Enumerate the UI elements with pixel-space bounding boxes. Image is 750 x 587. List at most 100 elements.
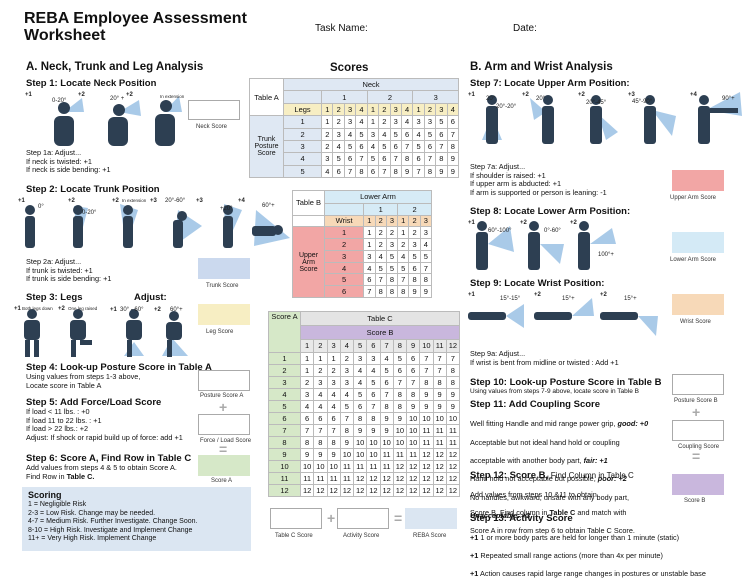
table-cell: 9 bbox=[432, 399, 447, 413]
table-cell: 8 bbox=[374, 285, 387, 298]
table-cell: 4 bbox=[323, 261, 365, 275]
table-cell: 8 bbox=[400, 152, 414, 166]
ua-label-2: 20° bbox=[486, 96, 496, 102]
table-cell: 12 bbox=[405, 471, 421, 485]
table-cell: 3 bbox=[389, 115, 402, 129]
coupling-score-box[interactable] bbox=[672, 420, 724, 441]
leg-score-box[interactable] bbox=[198, 304, 250, 325]
table-cell: 4 bbox=[339, 339, 355, 353]
wrist-score-box[interactable] bbox=[672, 294, 724, 315]
table-cell: 5 bbox=[389, 127, 402, 141]
plus-icon: + bbox=[219, 399, 228, 415]
table-cell: 1 bbox=[299, 363, 315, 377]
force-load-score-box[interactable] bbox=[198, 414, 250, 435]
table-cell: 4 bbox=[352, 375, 368, 389]
table-cell: 8 bbox=[326, 435, 341, 449]
table-cell: 11 bbox=[445, 435, 461, 449]
scoring-box: Scoring 1 = Negligible Risk 2-3 = Low Ri… bbox=[22, 487, 251, 551]
trunk-label-5: +2 bbox=[112, 198, 119, 204]
table-cell: 6 bbox=[268, 411, 301, 425]
table-cell: 11 bbox=[313, 471, 328, 485]
table-cell: 12 bbox=[445, 471, 461, 485]
table-c-score-box[interactable] bbox=[270, 508, 322, 529]
scores-title: Scores bbox=[330, 62, 369, 74]
table-cell: 5 bbox=[355, 127, 368, 141]
table-cell: 3 bbox=[313, 375, 328, 389]
table-cell: 1 bbox=[326, 351, 341, 365]
trunk-score-box[interactable] bbox=[198, 258, 250, 279]
lower-arm-score-box[interactable] bbox=[672, 232, 724, 253]
table-cell: 4 bbox=[419, 238, 433, 251]
table-cell: 7 bbox=[379, 387, 394, 401]
trunk-label-12: 60°+ bbox=[262, 203, 275, 209]
table-cell: 12 bbox=[419, 447, 434, 461]
table-cell: 8 bbox=[405, 387, 421, 401]
table-cell: 9 bbox=[446, 164, 460, 179]
table-cell: 6 bbox=[343, 152, 357, 166]
table-cell: 12 bbox=[339, 483, 355, 498]
posture-score-a-box[interactable] bbox=[198, 370, 250, 391]
table-cell: 5 bbox=[392, 351, 408, 365]
table-cell: 8 bbox=[408, 273, 421, 287]
upper-arm-score-box[interactable] bbox=[672, 170, 724, 191]
table-cell: 3 bbox=[435, 102, 448, 117]
table-cell: 6 bbox=[355, 139, 368, 154]
table-cell: 12 bbox=[445, 483, 461, 498]
table-cell: 12 bbox=[392, 471, 408, 485]
table-cell: 10 bbox=[419, 339, 434, 353]
table-cell: 3 bbox=[268, 375, 301, 389]
table-cell: 10 bbox=[352, 447, 368, 461]
section-a-title: A. Neck, Trunk and Leg Analysis bbox=[26, 61, 204, 73]
table-cell: 7 bbox=[379, 339, 394, 353]
table-cell: 12 bbox=[379, 471, 394, 485]
table-cell: 11 bbox=[392, 447, 408, 461]
table-cell: 12 bbox=[419, 483, 434, 498]
scoring-line: 11+ = Very High Risk. Implement Change bbox=[28, 535, 157, 542]
step10-text: Using values from steps 7-9 above, locat… bbox=[470, 388, 639, 395]
table-cell: 11 bbox=[405, 447, 421, 461]
posture-score-b-box[interactable] bbox=[672, 374, 724, 395]
table-cell: 5 bbox=[419, 249, 433, 263]
neck-score-box[interactable] bbox=[188, 100, 240, 120]
table-cell: 2 bbox=[378, 115, 391, 129]
table-cell: 9 bbox=[326, 447, 341, 461]
trunk-label-8: 20°-60° bbox=[165, 198, 186, 204]
table-b-row-label: Upper Arm Score bbox=[292, 226, 325, 298]
table-cell: 3 bbox=[366, 127, 380, 141]
table-cell: 11 bbox=[432, 423, 447, 437]
reba-score-box[interactable] bbox=[405, 508, 457, 529]
table-c-label: Table C bbox=[300, 310, 460, 327]
table-cell: 11 bbox=[326, 471, 341, 485]
table-cell: 8 bbox=[379, 399, 394, 413]
table-cell: 12 bbox=[445, 459, 461, 473]
spacer bbox=[292, 214, 325, 228]
table-cell: 8 bbox=[446, 139, 460, 154]
step6-text-1: Add values from steps 4 & 5 to obtain Sc… bbox=[26, 463, 177, 472]
leg-figures bbox=[12, 304, 192, 358]
table-cell: 7 bbox=[343, 164, 357, 179]
table-cell: 12 bbox=[432, 483, 447, 498]
table-cell: 5 bbox=[332, 152, 345, 166]
table-cell: 1 bbox=[299, 339, 315, 353]
table-cell: 12 bbox=[366, 483, 381, 498]
scoring-line: 1 = Negligible Risk bbox=[28, 501, 87, 508]
score-a-box[interactable] bbox=[198, 455, 250, 476]
table-cell: 10 bbox=[366, 447, 381, 461]
activity-score-box[interactable] bbox=[337, 508, 389, 529]
table-cell: 11 bbox=[432, 435, 447, 449]
table-cell: 8 bbox=[392, 399, 408, 413]
table-cell: 4 bbox=[268, 387, 301, 401]
table-cell: 6 bbox=[299, 411, 315, 425]
activity-score-label: Activity Score bbox=[343, 533, 380, 539]
table-cell: 3 bbox=[366, 351, 381, 365]
table-cell: 1 bbox=[282, 115, 323, 129]
table-cell: 8 bbox=[392, 339, 408, 353]
table-cell: 7 bbox=[435, 139, 448, 154]
step3-adjust-title: Adjust: bbox=[134, 292, 167, 303]
table-cell: 11 bbox=[445, 423, 461, 437]
table-cell: 3 bbox=[423, 115, 437, 129]
table-cell: 8 bbox=[435, 152, 448, 166]
step7a-text: Step 7a: Adjust... If shoulder is raised… bbox=[470, 162, 607, 197]
score-b-box[interactable] bbox=[672, 474, 724, 495]
ua-label-6: +2 bbox=[578, 92, 585, 98]
